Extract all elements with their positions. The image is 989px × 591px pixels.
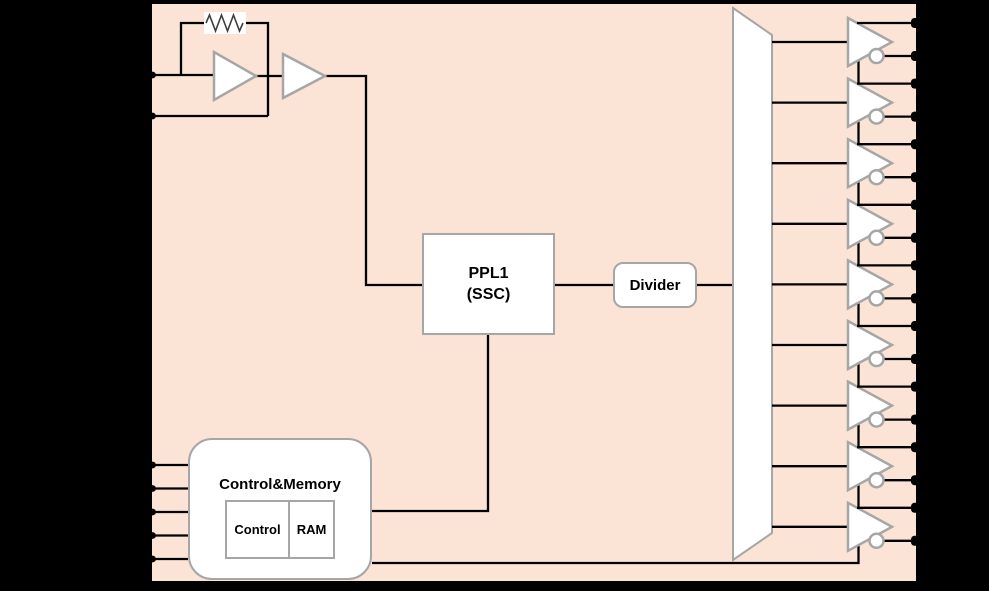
control-block: Control — [225, 500, 290, 559]
output-buffer-1 — [772, 15, 930, 69]
divider-block: Divider — [613, 262, 697, 308]
output-pad — [911, 354, 930, 364]
osc-buffer-icon — [281, 51, 328, 101]
output-pad — [911, 381, 930, 392]
output-buffer-9 — [772, 500, 930, 553]
pll-label-line1: PPL1 — [468, 265, 509, 282]
output-pad — [911, 442, 930, 453]
inverter-bubble-icon — [868, 350, 885, 368]
inverter-bubble-icon — [868, 290, 885, 307]
output-buffer-2 — [772, 76, 930, 129]
xout-pin-dot — [149, 112, 156, 120]
control-pin-dot — [149, 461, 156, 469]
inverter-bubble-icon — [868, 168, 885, 186]
ram-block: RAM — [288, 500, 335, 559]
inverter-bubble-icon — [868, 229, 885, 247]
control-pin-dot — [149, 508, 156, 516]
control-pin-dot — [149, 555, 156, 563]
inverter-bubble-icon — [868, 532, 885, 550]
control-memory-title: Control&Memory — [219, 476, 341, 493]
pll-label-line2: (SSC) — [466, 286, 511, 303]
output-pad — [911, 475, 930, 486]
divider-label: Divider — [629, 276, 681, 294]
ram-label: RAM — [296, 522, 327, 537]
output-pad — [911, 78, 930, 89]
control-pin-dot — [149, 485, 156, 492]
output-buffer-4 — [772, 197, 930, 250]
output-pad — [911, 414, 930, 425]
inverter-bubble-icon — [868, 108, 885, 125]
output-pad — [911, 18, 930, 28]
control-label: Control — [234, 522, 281, 537]
output-pad — [911, 232, 930, 243]
pll-to-control-wire — [372, 335, 490, 513]
output-buffer-5 — [772, 258, 930, 311]
output-pad — [911, 199, 930, 210]
control-pin-dot — [149, 532, 156, 539]
output-pad — [911, 321, 930, 331]
output-buffer-6 — [772, 318, 930, 372]
inverter-bubble-icon — [868, 411, 885, 428]
output-pad — [911, 535, 930, 546]
output-pad — [911, 172, 930, 183]
output-buffer-3 — [772, 137, 930, 190]
output-pad — [911, 51, 930, 61]
output-pad — [911, 502, 930, 513]
resistor-icon — [204, 12, 246, 34]
output-pad — [911, 293, 930, 304]
pins-layer — [149, 461, 188, 563]
output-buffers-layer — [772, 15, 930, 553]
control-memory-block: Control&Memory Control RAM — [188, 438, 372, 580]
output-pad — [911, 111, 930, 122]
osc-to-pll-wire — [325, 74, 422, 287]
output-pad — [911, 260, 930, 271]
xin-pin-dot — [149, 71, 156, 79]
pll-block: PPL1 (SSC) — [422, 233, 555, 335]
inverter-bubble-icon — [868, 47, 885, 65]
mux-trapezoid-icon — [732, 6, 773, 562]
osc-amplifier-icon — [212, 49, 259, 103]
output-pad — [911, 139, 930, 150]
output-buffer-7 — [772, 379, 930, 432]
output-buffer-8 — [772, 440, 930, 493]
inverter-bubble-icon — [868, 471, 885, 489]
